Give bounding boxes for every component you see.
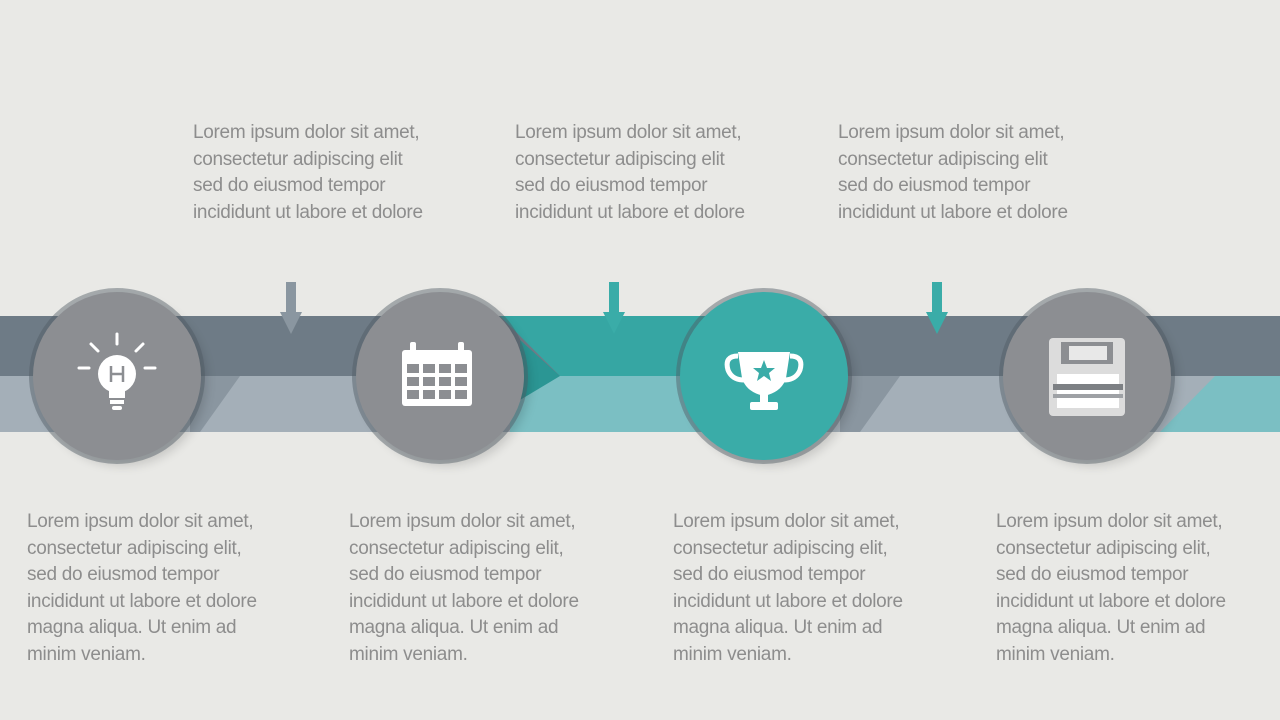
- ribbon-teal-upper: [500, 316, 720, 376]
- step-3-bottom-text: Lorem ipsum dolor sit amet, consectetur …: [673, 511, 903, 665]
- trophy-icon: [724, 352, 804, 410]
- floppy-disk-icon: [1049, 338, 1125, 416]
- step-4-circle: [1003, 292, 1171, 460]
- step-4-bottom-text: Lorem ipsum dolor sit amet, consectetur …: [996, 511, 1226, 665]
- step-1-bottom-text: Lorem ipsum dolor sit amet, consectetur …: [27, 511, 257, 665]
- ribbon-teal-end: [1160, 376, 1280, 432]
- step-2-top-text: Lorem ipsum dolor sit amet, consectetur …: [515, 122, 745, 223]
- lightbulb-icon: [77, 332, 157, 410]
- step-2-circle: [356, 292, 524, 460]
- ribbon-fold-1: [190, 376, 240, 432]
- step-3-circle: [680, 292, 848, 460]
- ribbon-teal-shadow: [520, 340, 560, 400]
- step-1-circle: [33, 292, 201, 460]
- step-3-top-text: Lorem ipsum dolor sit amet, consectetur …: [838, 122, 1068, 223]
- calendar-icon: [402, 342, 472, 406]
- arrow-connector-1: [280, 282, 302, 334]
- step-2-bottom-text: Lorem ipsum dolor sit amet, consectetur …: [349, 511, 579, 665]
- arrow-connector-2: [603, 282, 625, 334]
- arrow-connector-3: [926, 282, 948, 334]
- step-1-top-text: Lorem ipsum dolor sit amet, consectetur …: [193, 122, 423, 223]
- ribbon-fold-2: [840, 376, 900, 432]
- ribbon-teal-lower: [510, 376, 720, 432]
